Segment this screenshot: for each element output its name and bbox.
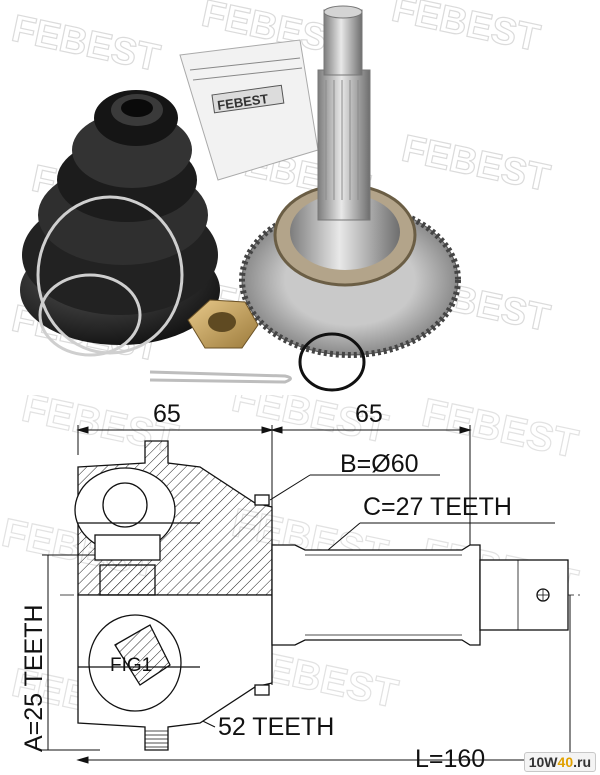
watermark-text: FEBEST bbox=[398, 128, 553, 200]
annotation-diameter-b: B=Ø60 bbox=[340, 450, 419, 478]
cv-joint-photo bbox=[239, 5, 461, 358]
outer-housing bbox=[74, 440, 273, 751]
technical-drawing: FEBEST FEBEST FEBEST FEBEST FEBEST FEBES… bbox=[0, 395, 582, 767]
watermark-text: FEBEST bbox=[388, 0, 543, 60]
watermark-text: FEBEST bbox=[418, 395, 581, 467]
annotation-abs-teeth: 52 TEETH bbox=[218, 713, 335, 741]
annotation-teeth-c: C=27 TEETH bbox=[363, 493, 512, 521]
boot-clamp bbox=[36, 195, 184, 357]
badge-text-b: 40 bbox=[557, 754, 574, 770]
packet-brand: FEBEST bbox=[216, 91, 269, 113]
cv-boot bbox=[20, 90, 220, 345]
dimension-right-length: 65 bbox=[355, 400, 383, 428]
castle-nut bbox=[187, 299, 259, 349]
product-photo: FEBEST FEBEST FEBEST FEBEST FEBEST FEBES… bbox=[8, 0, 554, 392]
shaft bbox=[271, 544, 569, 646]
annotation-teeth-a: A=25 TEETH bbox=[20, 604, 48, 752]
o-ring bbox=[298, 332, 366, 392]
dimension-total-length: L=160 bbox=[415, 745, 486, 773]
figure-label: FIG1 bbox=[110, 655, 153, 676]
dimension-left-length: 65 bbox=[153, 400, 181, 428]
site-badge[interactable]: 10W40.ru bbox=[523, 752, 596, 772]
badge-text-a: 10W bbox=[528, 754, 558, 770]
badge-text-c: .ru bbox=[573, 754, 591, 770]
watermark-text: FEBEST bbox=[8, 8, 163, 80]
cotter-pin bbox=[149, 370, 292, 384]
grease-packet: FEBEST bbox=[179, 39, 319, 181]
